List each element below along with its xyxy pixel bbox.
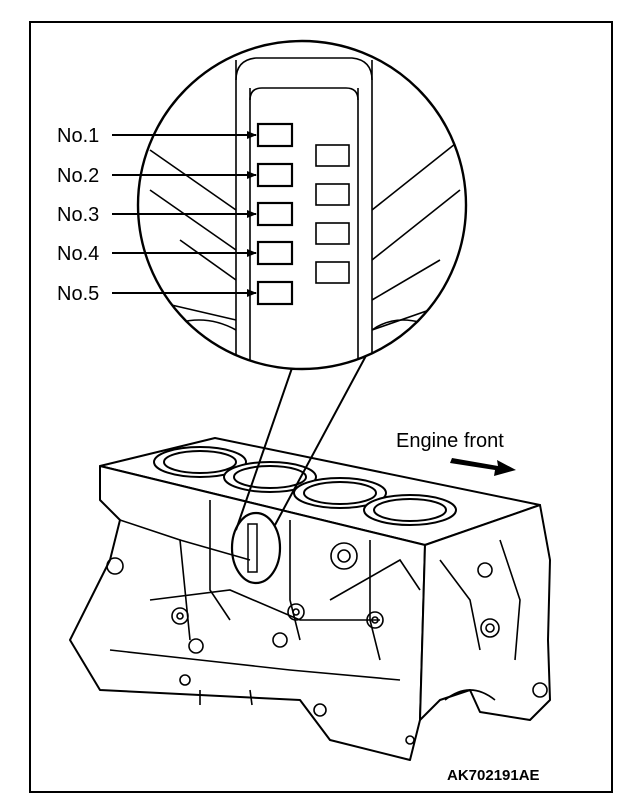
detail-oval <box>230 511 282 585</box>
bearing-marker-no4 <box>256 240 294 266</box>
bearing-marker-no5 <box>256 280 294 306</box>
crankshaft-journal-markers <box>315 144 350 284</box>
label-no1: No.1 <box>57 125 99 147</box>
bearing-marker-no3 <box>256 201 294 227</box>
figure-code: AK702191AE <box>447 767 540 784</box>
engine-front-label: Engine front <box>396 430 504 452</box>
figure-frame <box>29 21 613 793</box>
label-no3: No.3 <box>57 204 99 226</box>
engine-block-details <box>106 500 548 745</box>
bearing-cap-markers <box>256 122 294 306</box>
bearing-marker-no2 <box>256 162 294 188</box>
label-arrows <box>112 131 257 297</box>
label-no2: No.2 <box>57 165 99 187</box>
engine-block <box>69 437 551 761</box>
label-no4: No.4 <box>57 243 99 265</box>
bearing-marker-no1 <box>256 122 294 148</box>
magnified-detail-circle <box>136 39 468 371</box>
magnifier-leaders <box>235 351 369 531</box>
label-no5: No.5 <box>57 283 99 305</box>
engine-front-arrow-icon <box>450 458 516 476</box>
